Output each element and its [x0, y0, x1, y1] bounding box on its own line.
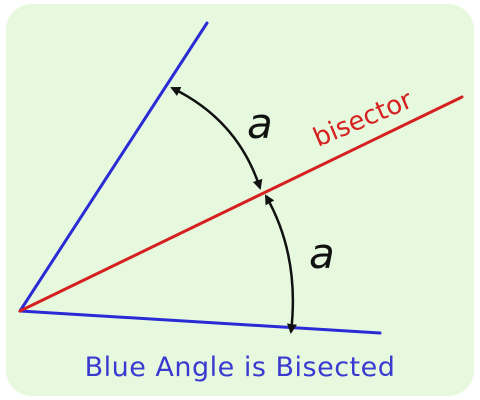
bisector-label: bisector: [309, 85, 417, 154]
upper-angle-arc: [170, 86, 263, 190]
angle-label-top: a: [247, 99, 273, 148]
upper-arm-line: [18, 21, 209, 313]
bisector-line: [18, 95, 464, 313]
diagram-panel: [6, 4, 474, 396]
lower-arm-line: [18, 309, 382, 335]
diagram-caption: Blue Angle is Bisected: [84, 352, 396, 383]
angle-label-bottom: a: [309, 229, 335, 278]
lower-angle-arc: [264, 194, 297, 334]
